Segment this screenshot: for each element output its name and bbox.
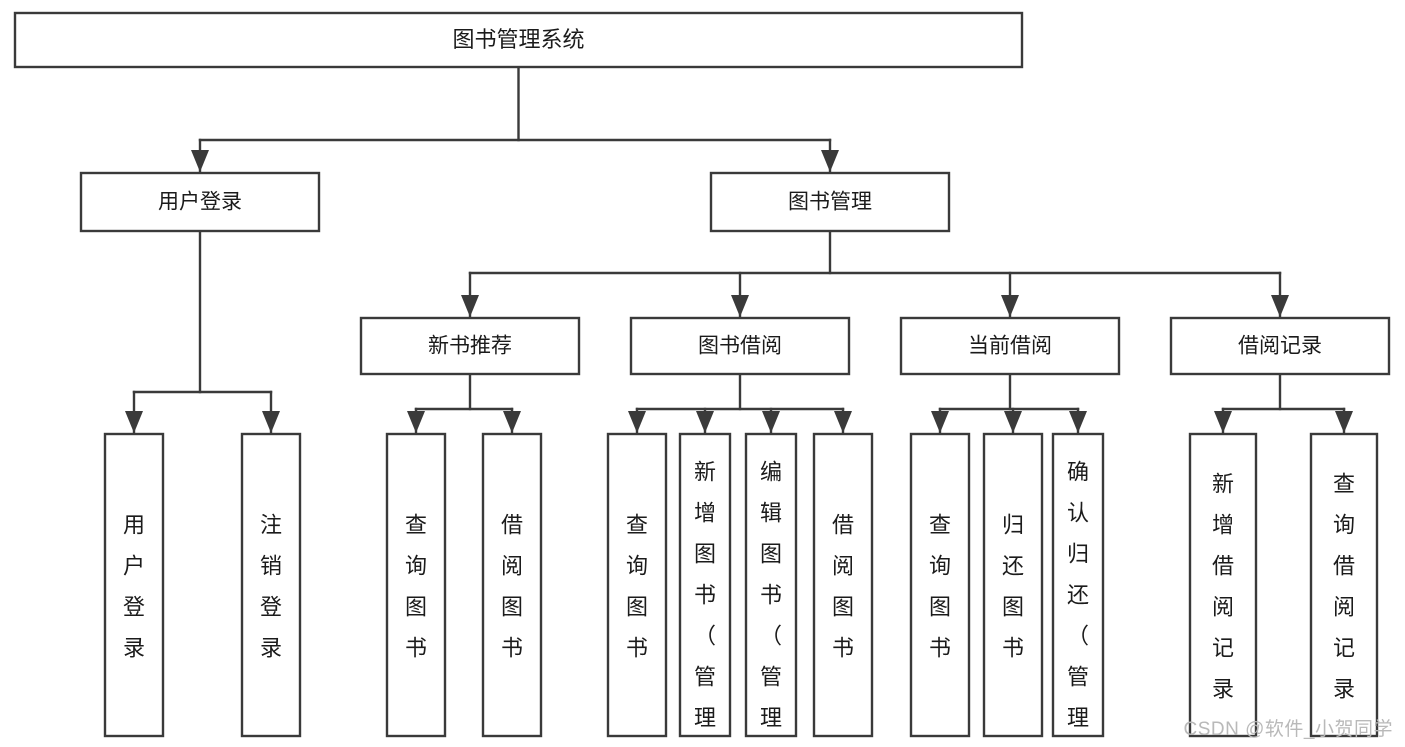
node-box-leaf-user-logout (240, 432, 302, 738)
node-label-book-borrow: 图书借阅 (698, 335, 782, 358)
arrow-head-icon-leaf-query-book-3 (931, 411, 949, 433)
node-label-new-book-recommend: 新书推荐 (428, 335, 512, 358)
node-label-borrow-record: 借阅记录 (1238, 335, 1322, 358)
node-label-user-login: 用户登录 (158, 191, 242, 214)
node-leaf-query-book-3: 查询图书 (909, 432, 971, 738)
node-root: 图书管理系统 (13, 11, 1024, 69)
arrow-head-icon-user-login (191, 150, 209, 172)
node-leaf-add-book: 新增图书（管理员） (678, 432, 732, 747)
node-box-leaf-query-book-3 (909, 432, 971, 738)
node-leaf-borrow-book-2: 借阅图书 (812, 432, 874, 738)
node-leaf-query-book-1: 查询图书 (385, 432, 447, 738)
arrow-head-icon-current-borrow (1001, 295, 1019, 317)
node-box-leaf-borrow-book-1 (481, 432, 543, 738)
node-leaf-query-record: 查询借阅记录 (1309, 432, 1379, 738)
arrow-head-icon-borrow-record (1271, 295, 1289, 317)
node-box-current-borrow (899, 316, 1121, 376)
watermark-text: CSDN @软件_小贺同学 (1183, 719, 1393, 740)
node-current-borrow: 当前借阅 (899, 316, 1121, 376)
node-label-leaf-query-record: 查询借阅记录 (1333, 472, 1355, 702)
arrow-head-icon-leaf-query-record (1335, 411, 1353, 433)
node-box-leaf-query-record (1309, 432, 1379, 738)
node-box-leaf-add-record (1188, 432, 1258, 738)
node-box-leaf-query-book-1 (385, 432, 447, 738)
node-label-leaf-add-book: 新增图书（管理员） (694, 460, 716, 747)
node-leaf-edit-book: 编辑图书（管理员） (744, 432, 798, 747)
node-leaf-user-logout: 注销登录 (240, 432, 302, 738)
arrow-head-icon-leaf-borrow-book-2 (834, 411, 852, 433)
arrow-head-icon-leaf-query-book-2 (628, 411, 646, 433)
node-box-leaf-return-book (982, 432, 1044, 738)
connector-lines (125, 65, 1353, 434)
node-leaf-borrow-book-1: 借阅图书 (481, 432, 543, 738)
node-box-leaf-borrow-book-2 (812, 432, 874, 738)
node-leaf-confirm-return: 确认归还（管理员） (1051, 432, 1105, 747)
node-box-leaf-add-book (678, 432, 732, 738)
node-box-leaf-user-login (103, 432, 165, 738)
arrow-head-icon-leaf-user-login (125, 411, 143, 433)
node-label-leaf-add-record: 新增借阅记录 (1212, 472, 1234, 702)
node-label-leaf-query-book-2: 查询图书 (626, 513, 648, 661)
node-label-leaf-borrow-book-1: 借阅图书 (501, 513, 523, 661)
node-box-user-login (79, 171, 321, 233)
node-leaf-query-book-2: 查询图书 (606, 432, 668, 738)
arrow-head-icon-leaf-user-logout (262, 411, 280, 433)
node-book-borrow: 图书借阅 (629, 316, 851, 376)
node-box-book-borrow (629, 316, 851, 376)
node-leaf-add-record: 新增借阅记录 (1188, 432, 1258, 738)
node-box-leaf-confirm-return (1051, 432, 1105, 738)
arrow-head-icon-leaf-add-book (696, 411, 714, 433)
node-box-leaf-query-book-2 (606, 432, 668, 738)
node-boxes: 图书管理系统用户登录图书管理新书推荐图书借阅当前借阅借阅记录用户登录注销登录查询… (13, 11, 1391, 747)
node-new-book-recommend: 新书推荐 (359, 316, 581, 376)
node-leaf-user-login: 用户登录 (103, 432, 165, 738)
node-label-book-manage: 图书管理 (788, 191, 872, 214)
arrow-head-icon-leaf-add-record (1214, 411, 1232, 433)
node-borrow-record: 借阅记录 (1169, 316, 1391, 376)
arrow-head-icon-leaf-return-book (1004, 411, 1022, 433)
node-leaf-return-book: 归还图书 (982, 432, 1044, 738)
node-user-login: 用户登录 (79, 171, 321, 233)
node-label-current-borrow: 当前借阅 (968, 335, 1052, 358)
arrow-head-icon-leaf-confirm-return (1069, 411, 1087, 433)
arrow-head-icon-book-borrow (731, 295, 749, 317)
node-label-leaf-confirm-return: 确认归还（管理员） (1067, 460, 1089, 747)
node-box-book-manage (709, 171, 951, 233)
node-box-leaf-edit-book (744, 432, 798, 738)
node-label-leaf-edit-book: 编辑图书（管理员） (760, 460, 782, 747)
node-label-leaf-user-login: 用户登录 (123, 513, 145, 661)
arrow-head-icon-new-book-recommend (461, 295, 479, 317)
node-label-leaf-return-book: 归还图书 (1002, 513, 1024, 661)
node-label-leaf-query-book-1: 查询图书 (405, 513, 427, 661)
arrow-head-icon-leaf-query-book-1 (407, 411, 425, 433)
node-box-borrow-record (1169, 316, 1391, 376)
arrow-head-icon-book-manage (821, 150, 839, 172)
node-box-new-book-recommend (359, 316, 581, 376)
arrow-head-icon-leaf-edit-book (762, 411, 780, 433)
node-label-root: 图书管理系统 (452, 27, 584, 52)
node-box-root (13, 11, 1024, 69)
node-book-manage: 图书管理 (709, 171, 951, 233)
node-label-leaf-query-book-3: 查询图书 (929, 513, 951, 661)
node-label-leaf-borrow-book-2: 借阅图书 (832, 513, 854, 661)
node-label-leaf-user-logout: 注销登录 (260, 513, 282, 661)
arrow-head-icon-leaf-borrow-book-1 (503, 411, 521, 433)
